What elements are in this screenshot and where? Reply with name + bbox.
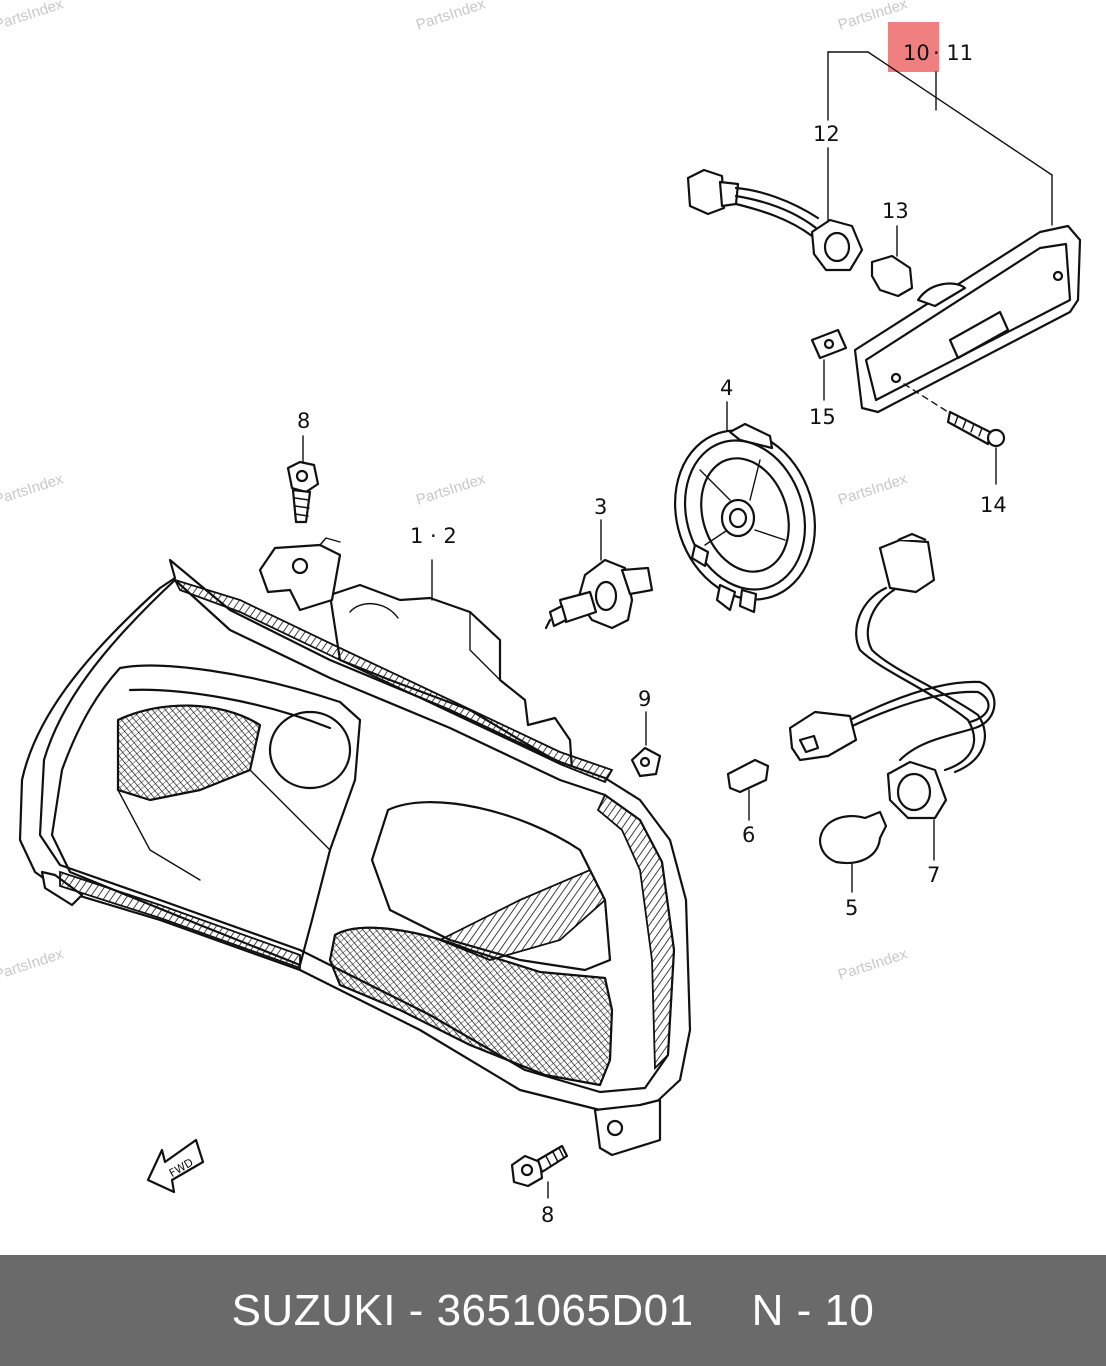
dash: - (408, 1285, 424, 1335)
turn-signal-lamp (686, 51, 1082, 485)
callout-10: 10 (903, 41, 930, 65)
watermark: PartsIndex (414, 0, 488, 34)
callout-15: 15 (809, 405, 836, 429)
bulb-5 (818, 810, 888, 893)
callout-7: 7 (927, 863, 940, 887)
watermark: PartsIndex (414, 470, 488, 508)
callout-3: 3 (594, 495, 607, 519)
watermark: PartsIndex (0, 945, 66, 983)
callout-11: · 11 (933, 41, 973, 65)
highlight-box (888, 22, 939, 72)
callout-8-upper: 8 (297, 409, 310, 433)
callout-5: 5 (845, 896, 858, 920)
footer-caption: SUZUKI - 3651065D01 N - 10 (0, 1255, 1106, 1366)
callout-6: 6 (742, 823, 755, 847)
cover-4 (673, 401, 817, 614)
parts-diagram: PartsIndex PartsIndex PartsIndex PartsIn… (0, 0, 1082, 1227)
headlamp-assembly (18, 537, 692, 1157)
callout-14: 14 (980, 493, 1007, 517)
harness-7 (788, 532, 996, 861)
callout-labels: 10 · 11 12 13 15 14 4 8 3 1 · 2 9 6 7 5 … (297, 41, 1007, 1227)
watermark: PartsIndex (836, 945, 910, 983)
callout-4: 4 (720, 376, 733, 400)
bolt-8-lower (510, 1144, 569, 1199)
callout-12: 12 (813, 122, 840, 146)
watermark: PartsIndex (0, 470, 66, 508)
brand-name: SUZUKI (231, 1285, 396, 1335)
watermark: PartsIndex (0, 0, 66, 34)
clip-9 (630, 711, 662, 778)
callout-9: 9 (638, 687, 651, 711)
bulb-6 (726, 758, 770, 821)
fwd-arrow: FWD (146, 1138, 205, 1194)
callout-8-lower: 8 (541, 1203, 554, 1227)
diagram-ref: N - 10 (751, 1285, 875, 1335)
watermark: PartsIndex (836, 470, 910, 508)
part-number: 3651065D01 (436, 1285, 694, 1335)
bolt-8-upper (286, 435, 320, 524)
callout-1-2: 1 · 2 (410, 524, 457, 548)
callout-13: 13 (882, 199, 909, 223)
bulb-3 (544, 519, 654, 630)
